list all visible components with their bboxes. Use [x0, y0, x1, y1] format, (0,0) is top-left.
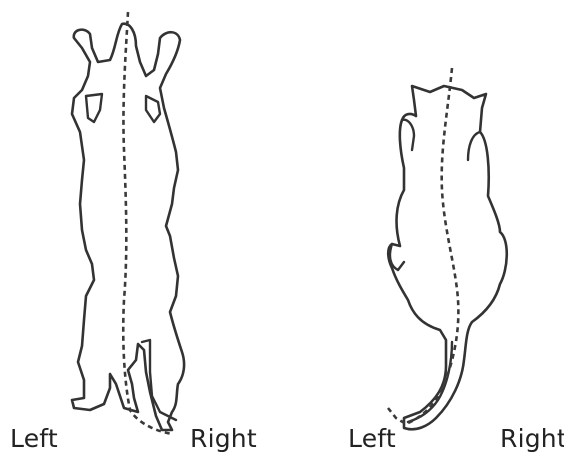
curled-cat-figure	[388, 68, 507, 429]
panel1-left-label: Left	[10, 426, 58, 451]
panel2-right-label: Right	[500, 426, 564, 451]
stretched-cat-figure	[72, 12, 184, 434]
panel2-left-label: Left	[348, 426, 396, 451]
stretched-cat-outline	[72, 24, 184, 430]
panel1-right-label: Right	[190, 426, 257, 451]
